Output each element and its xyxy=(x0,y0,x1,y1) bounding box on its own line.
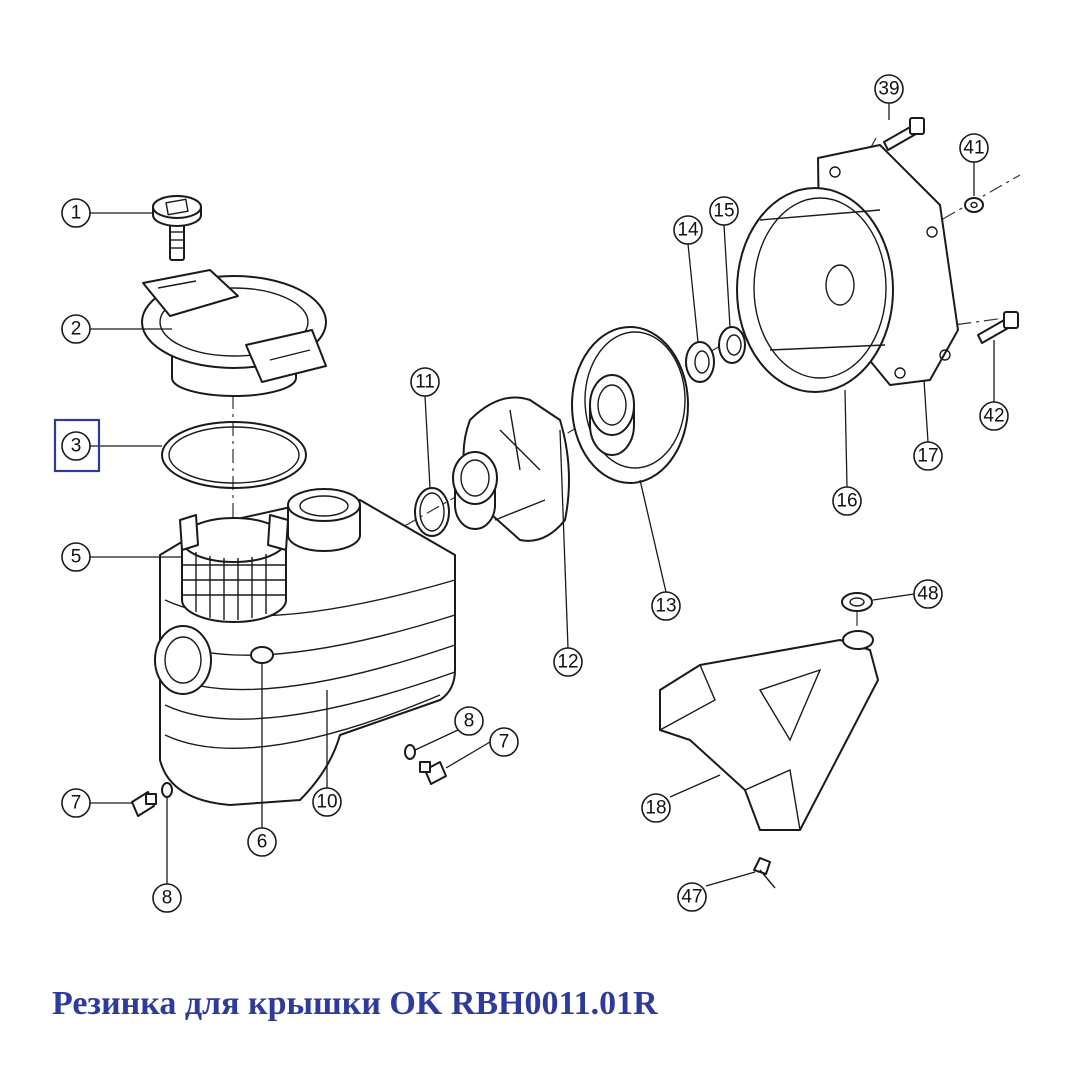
callout-label: 39 xyxy=(878,79,899,100)
callout-16: 16 xyxy=(832,486,862,516)
callout-13: 13 xyxy=(651,591,681,621)
part-39-bolt xyxy=(883,117,925,151)
callout-label: 10 xyxy=(316,792,337,813)
callout-label: 7 xyxy=(71,793,82,814)
callout-7-right: 7 xyxy=(489,727,519,757)
part-47-screw xyxy=(753,857,776,889)
callout-17: 17 xyxy=(913,441,943,471)
callout-3: 3 xyxy=(61,431,91,461)
callout-47: 47 xyxy=(677,882,707,912)
callout-label: 3 xyxy=(71,436,82,457)
highlight-box-part-3 xyxy=(53,418,101,473)
part-8-oring-right xyxy=(404,744,416,760)
part-16-gasket-ring xyxy=(736,187,894,393)
leader-lines xyxy=(90,103,995,887)
callout-label: 1 xyxy=(71,203,82,224)
callout-39: 39 xyxy=(874,74,904,104)
callout-42: 42 xyxy=(979,401,1009,431)
part-7-drain-plug-left xyxy=(131,791,157,817)
callout-15: 15 xyxy=(709,196,739,226)
part-18-base xyxy=(659,630,879,831)
callout-label: 42 xyxy=(983,406,1004,427)
callout-label: 16 xyxy=(836,491,857,512)
part-41-washer xyxy=(964,197,984,213)
callout-label: 8 xyxy=(162,888,173,909)
part-42-bolt xyxy=(977,311,1019,344)
callout-label: 14 xyxy=(677,220,699,241)
callout-label: 12 xyxy=(557,652,578,673)
callout-18: 18 xyxy=(641,793,671,823)
part-3-oring xyxy=(161,421,307,489)
product-caption: Резинка для крышки OK RBH0011.01R xyxy=(52,985,658,1022)
callout-label: 17 xyxy=(917,446,938,467)
callout-label: 13 xyxy=(655,596,676,617)
part-2-cover xyxy=(141,269,327,397)
callout-10: 10 xyxy=(312,787,342,817)
part-14-seal xyxy=(685,341,715,383)
part-13-impeller xyxy=(571,326,689,484)
callout-2: 2 xyxy=(61,314,91,344)
callout-6: 6 xyxy=(247,827,277,857)
callout-label: 7 xyxy=(499,732,510,753)
part-11-oring xyxy=(414,487,450,537)
callout-label: 18 xyxy=(645,798,666,819)
callout-label: 48 xyxy=(917,584,938,605)
callout-label: 5 xyxy=(71,547,82,568)
callout-12: 12 xyxy=(553,647,583,677)
callout-label: 2 xyxy=(71,319,82,340)
callout-8-bottom: 8 xyxy=(152,883,182,913)
part-8-oring-left xyxy=(161,782,173,798)
part-1-knob xyxy=(152,195,202,261)
callout-label: 6 xyxy=(257,832,268,853)
part-5-basket xyxy=(179,514,289,623)
part-15-bearing xyxy=(718,326,746,364)
callout-5: 5 xyxy=(61,542,91,572)
callout-label: 41 xyxy=(963,138,984,159)
callout-8-right: 8 xyxy=(454,706,484,736)
callout-1: 1 xyxy=(61,198,91,228)
callout-14: 14 xyxy=(673,215,703,245)
callout-label: 15 xyxy=(713,201,734,222)
callout-label: 47 xyxy=(681,887,702,908)
callout-label: 11 xyxy=(415,372,435,393)
callout-41: 41 xyxy=(959,133,989,163)
part-12-diffuser xyxy=(452,396,570,542)
callout-48: 48 xyxy=(913,579,943,609)
callout-7-left: 7 xyxy=(61,788,91,818)
part-7-drain-plug-right xyxy=(419,761,447,785)
part-48-bushing xyxy=(841,592,873,612)
callout-label: 8 xyxy=(464,711,475,732)
callout-11: 11 xyxy=(410,367,440,397)
